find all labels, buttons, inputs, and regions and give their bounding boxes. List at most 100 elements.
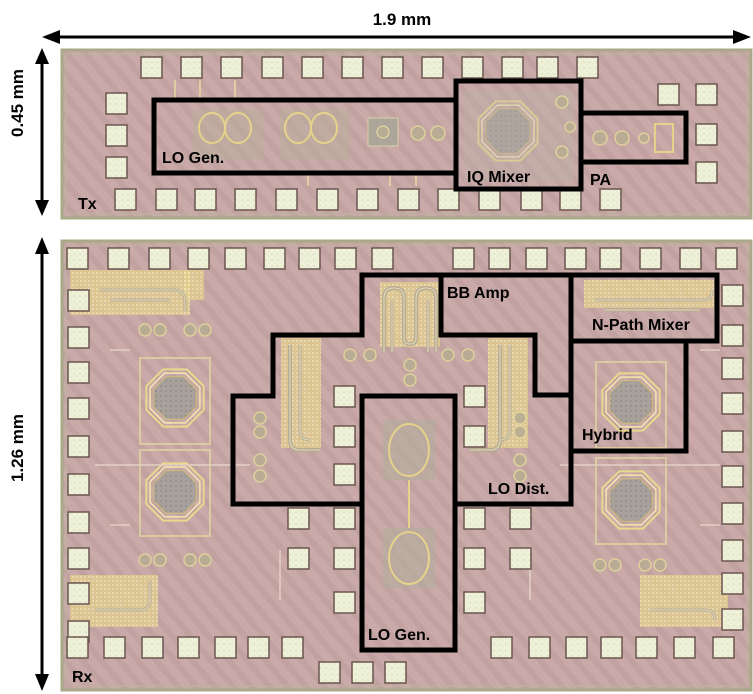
bond-pad [333,591,356,614]
bond-pad [301,56,324,79]
via-ring [461,348,475,362]
rx-lo-gen-outline [359,393,458,653]
transmission-line-edge [383,287,437,352]
bond-pad [721,608,744,631]
iq-mixer-area [464,90,574,182]
bond-pad [501,56,524,79]
oscillator-ring [388,531,430,585]
bond-pad [66,247,89,270]
inductor-core [609,478,653,522]
inductor-frame [595,361,667,449]
metal-fill-area [70,270,190,315]
bond-pad [281,636,304,659]
bond-pad [351,661,374,684]
bond-pad [224,247,247,270]
rx-bb-amp-label: BB Amp [447,285,510,302]
bond-pad [463,385,486,408]
inductor-frame [139,357,211,445]
oscillator-ring [224,112,252,144]
pa-output-match [654,123,674,153]
bond-pad [333,463,356,486]
bond-pad [437,188,460,211]
bond-pad [599,188,622,211]
transmission-line-edge [595,289,713,301]
bond-pad [525,247,548,270]
bond-pad [318,661,341,684]
bond-pad [155,188,178,211]
rx-pad-ring [66,247,744,684]
via-ring [253,469,267,483]
transmission-line-edge [391,300,429,352]
bond-pad [103,636,126,659]
via-ring [430,125,446,141]
bond-pad [657,83,680,106]
divider-core [383,528,435,588]
bond-pad [105,156,128,179]
bond-pad [639,247,662,270]
bond-pad [673,636,696,659]
via-ring [198,553,212,567]
bond-pad [478,188,501,211]
bond-pad [67,326,90,349]
bond-pad [679,247,702,270]
arrowhead-up-icon [35,48,49,64]
bond-pad [263,247,286,270]
bond-pad [452,247,475,270]
via-ring [593,558,607,572]
via-ring [410,125,426,141]
transmission-line-edge [95,580,151,611]
via-ring [653,558,667,572]
width-label: 1.9 mm [373,10,432,29]
rx-n-path-mixer-label: N-Path Mixer [592,317,690,334]
bond-pad [67,547,90,570]
bond-pad [397,188,420,211]
bond-pad [141,636,164,659]
divider-core [383,420,435,480]
bond-pad [287,507,310,530]
via-ring [638,558,652,572]
bond-pad [261,56,284,79]
bond-pad [564,247,587,270]
arrowhead-right-icon [733,30,751,44]
bond-pad [463,591,486,614]
inductor-core [153,470,197,514]
inductor-coil [481,104,535,158]
tx-pa-label: PA [590,172,611,189]
bond-pad [234,188,257,211]
via-ring [363,348,377,362]
bond-pad [67,361,90,384]
tx-height-dimension: 0.45 mm [8,48,49,216]
via-ring [555,95,569,109]
via-ring [376,125,390,139]
inductor-core [609,380,653,424]
bond-pad [66,636,89,659]
bond-pad [333,507,356,530]
bond-pad [220,56,243,79]
transmission-line-edge [100,289,186,312]
bond-pad [721,430,744,453]
bond-pad [381,56,404,79]
rx-seal-ring [65,244,748,687]
bond-pad [356,188,379,211]
bond-pad [528,636,551,659]
bond-pad [490,636,513,659]
bond-pad [721,539,744,562]
inductor-coil-outer [601,372,661,432]
bond-pad [721,572,744,595]
bond-pad [461,56,484,79]
transmission-line-edge [499,345,511,441]
tx-pa-outline [578,110,689,165]
bond-pad [520,188,543,211]
arrowhead-down-icon [35,200,49,216]
bond-pad [509,507,532,530]
inductor-core [485,108,531,154]
bond-pad [600,636,623,659]
rx-height-dimension: 1.26 mm [8,237,49,691]
via-ring [513,425,527,439]
bond-pad [334,247,357,270]
transmission-line-edge [289,345,320,451]
bond-pad [187,247,210,270]
bond-pad [180,56,203,79]
bond-pad [114,188,137,211]
